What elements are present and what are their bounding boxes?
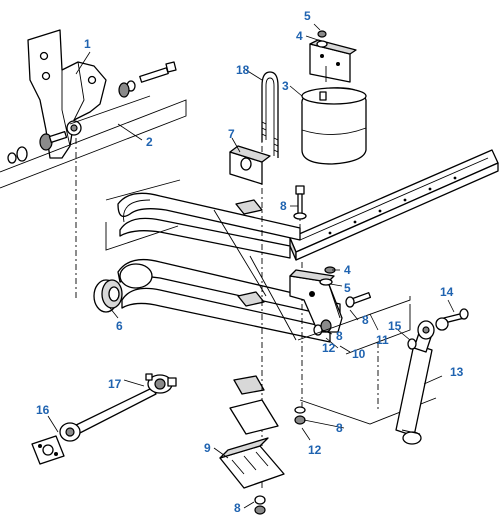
callout-16: 16 bbox=[36, 403, 50, 417]
hanger-guide-planes bbox=[0, 95, 187, 300]
callout-2: 2 bbox=[146, 135, 153, 149]
air-spring bbox=[301, 87, 367, 165]
frame-rail bbox=[289, 149, 499, 261]
spring-eye-bushing bbox=[93, 279, 123, 313]
leader-lines bbox=[47, 23, 455, 509]
callout-15: 15 bbox=[388, 319, 402, 333]
callout-13: 13 bbox=[450, 365, 464, 379]
callout-9: 9 bbox=[204, 441, 211, 455]
callout-5-top: 5 bbox=[304, 9, 311, 23]
callout-4-top: 4 bbox=[296, 29, 303, 43]
callout-5-bracket: 5 bbox=[344, 281, 351, 295]
callout-8-top-bolt: 8 bbox=[280, 199, 287, 213]
bottom-nuts bbox=[254, 406, 306, 515]
callout-8-bottom: 8 bbox=[234, 501, 241, 515]
callout-7: 7 bbox=[228, 127, 235, 141]
callout-4-bracket: 4 bbox=[344, 263, 351, 277]
callout-18: 18 bbox=[236, 63, 250, 77]
callout-8-bracket: 8 bbox=[336, 329, 343, 343]
spring-pads bbox=[233, 199, 265, 395]
spacer-block bbox=[229, 145, 271, 185]
callout-17: 17 bbox=[108, 377, 122, 391]
hanger-bracket bbox=[27, 29, 107, 159]
callout-8-lower: 8 bbox=[336, 421, 343, 435]
upper-leaf-spring bbox=[117, 192, 301, 259]
callout-11: 11 bbox=[376, 333, 389, 347]
torque-rod bbox=[59, 373, 177, 442]
shock-absorber bbox=[395, 320, 435, 445]
callout-12-bracket: 12 bbox=[322, 341, 336, 355]
top-mount-bolt bbox=[293, 185, 307, 220]
callout-12-lower: 12 bbox=[308, 443, 322, 457]
callout-8-bracket-right: 8 bbox=[362, 313, 369, 327]
torque-rod-end-plate bbox=[31, 435, 65, 465]
callout-14: 14 bbox=[440, 285, 454, 299]
air-spring-top-bracket bbox=[309, 39, 357, 83]
callout-1: 1 bbox=[84, 37, 91, 51]
hanger-lower-fasteners bbox=[7, 131, 68, 164]
callout-labels: 1 2 3 4 4 5 5 6 7 8 8 8 8 8 9 10 11 12 1… bbox=[36, 9, 464, 515]
shock-upper-stud bbox=[407, 308, 469, 350]
callout-6: 6 bbox=[116, 319, 123, 333]
u-bolt bbox=[261, 71, 279, 158]
lower-spring-seat bbox=[219, 399, 285, 489]
callout-10: 10 bbox=[352, 347, 366, 361]
callout-3: 3 bbox=[282, 79, 289, 93]
top-nut-washer bbox=[316, 30, 328, 48]
hanger-bolt bbox=[118, 61, 177, 98]
